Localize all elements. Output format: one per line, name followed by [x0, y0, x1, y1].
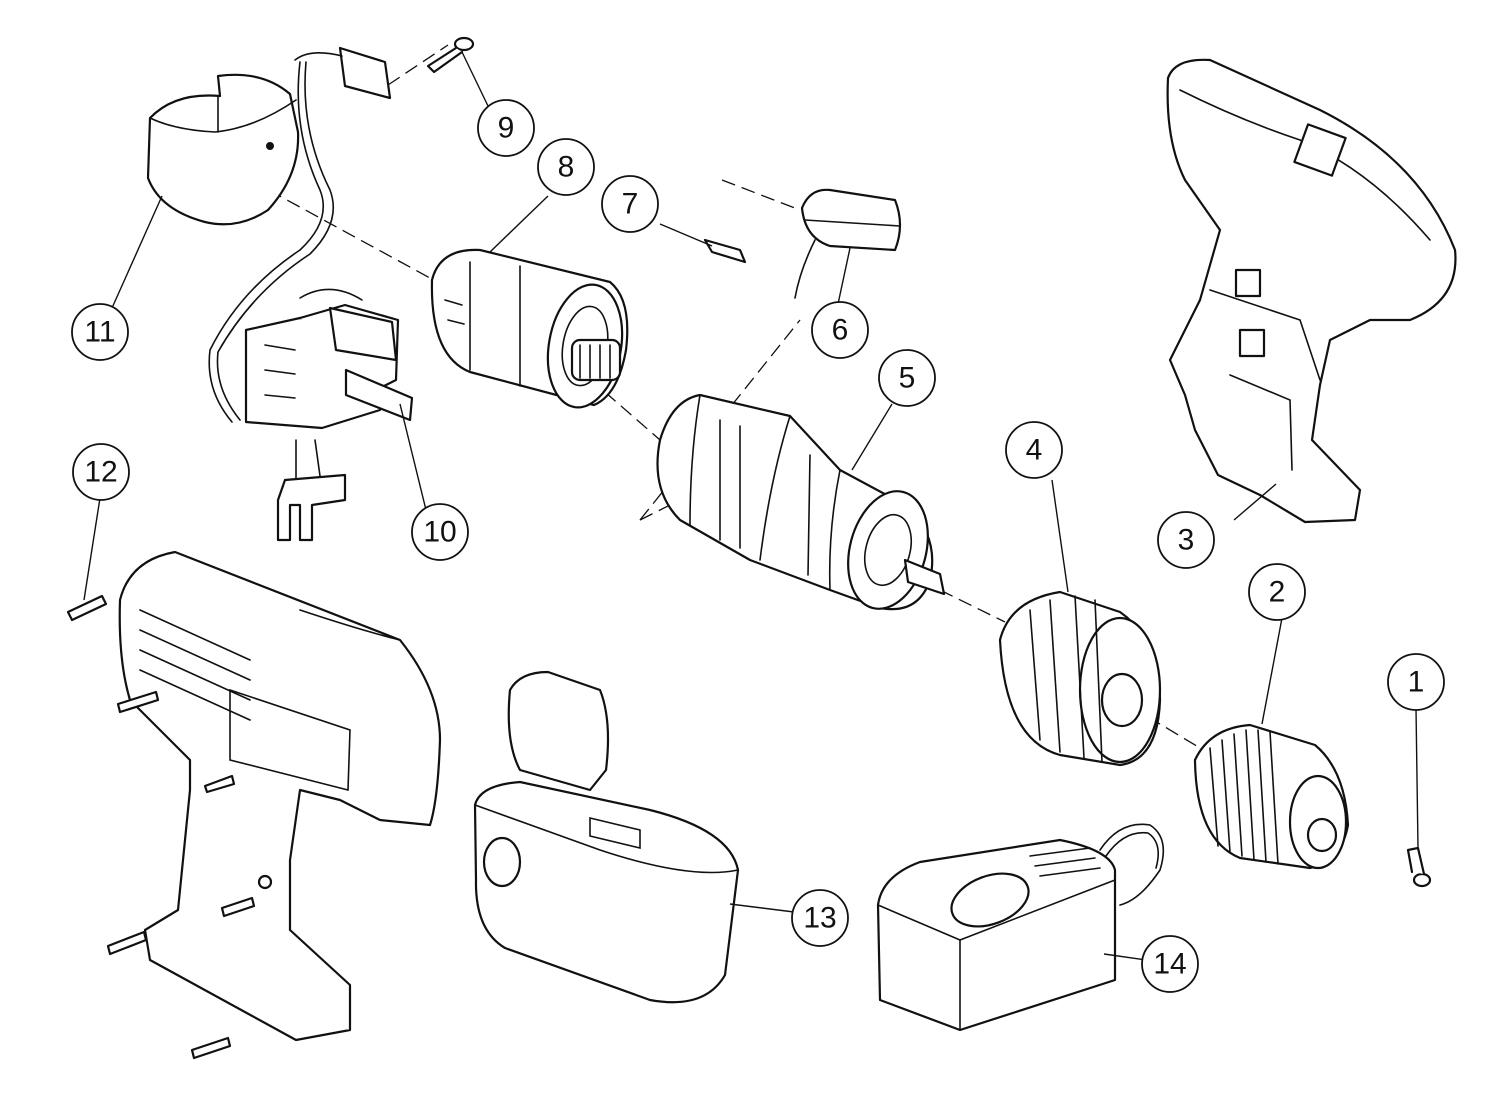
callout-1: 1 [1387, 653, 1445, 711]
callout-label: 11 [84, 316, 115, 349]
callout-4: 4 [1005, 421, 1063, 479]
callout-10: 10 [411, 503, 469, 561]
callout-label: 3 [1178, 524, 1195, 557]
callout-label: 4 [1026, 434, 1043, 467]
callout-label: 2 [1269, 576, 1286, 609]
callout-label: 12 [84, 456, 117, 489]
callout-12: 12 [72, 443, 130, 501]
callout-8: 8 [537, 138, 595, 196]
callout-label: 14 [1153, 948, 1186, 981]
part-3-housing-left [1166, 58, 1457, 524]
callout-label: 6 [832, 314, 849, 347]
callout-5: 5 [878, 349, 936, 407]
leader-lines [83, 51, 1419, 961]
part-4-clutch-collar [998, 590, 1162, 767]
callout-3: 3 [1157, 511, 1215, 569]
part-11-terminal-cover [146, 73, 300, 226]
callout-13: 13 [791, 889, 849, 947]
callout-label: 7 [622, 188, 639, 221]
part-9-screw [426, 36, 475, 74]
callout-label: 13 [803, 902, 836, 935]
callout-label: 5 [899, 362, 916, 395]
part-7-clip [703, 238, 747, 264]
callout-label: 1 [1408, 666, 1425, 699]
callout-label: 9 [498, 112, 515, 145]
callout-11: 11 [71, 303, 129, 361]
callout-6: 6 [811, 301, 869, 359]
part-8-motor [430, 248, 629, 409]
part-1-chuck-screw [1406, 846, 1432, 888]
callout-label: 10 [423, 516, 456, 549]
part-6-direction-button [794, 188, 902, 299]
part-10-switch-assembly [208, 46, 414, 542]
part-5-gearbox [656, 393, 946, 611]
part-12-housing-right [66, 550, 442, 1060]
part-14-charger [876, 823, 1165, 1032]
callout-14: 14 [1141, 935, 1199, 993]
part-13-battery-pack [473, 670, 740, 1004]
callout-label: 8 [558, 151, 575, 184]
callout-7: 7 [601, 175, 659, 233]
part-2-chuck [1193, 723, 1350, 870]
callout-9: 9 [477, 99, 535, 157]
callout-2: 2 [1248, 563, 1306, 621]
